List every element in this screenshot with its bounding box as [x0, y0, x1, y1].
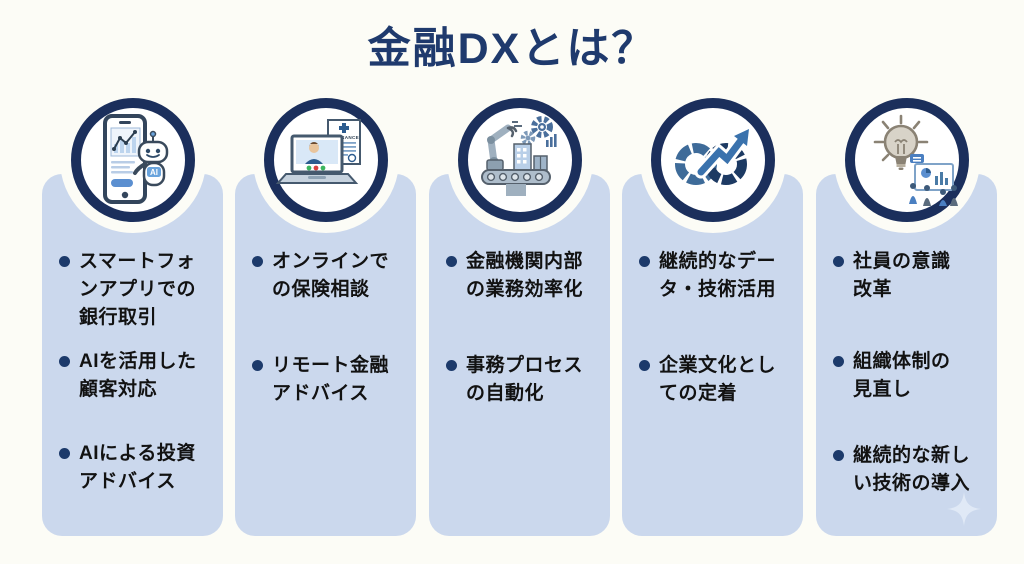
list-item: 組織体制の 見直し	[833, 348, 985, 404]
factory-automation-icon	[457, 98, 582, 222]
list-item-text: 継続的な新し い技術の導入	[853, 445, 971, 494]
list-item: スマートフォ ンアプリでの 銀行取引	[59, 248, 211, 332]
list-item: AIを活用した 顧客対応	[59, 348, 211, 404]
card-online-consultation	[235, 174, 416, 536]
list-item-text: 社員の意識 改革	[853, 251, 951, 300]
lightbulb-team-icon	[844, 98, 969, 222]
column-mobile-banking: AI スマートフォ ンアプリでの 銀行取引 AIを活用した 顧客対応 AIによる…	[42, 0, 223, 564]
list-item: 継続的な新し い技術の導入	[833, 442, 985, 498]
ai-badge-label: AI	[150, 168, 158, 177]
bullet-icon	[59, 448, 70, 459]
sparkle-icon	[947, 492, 981, 526]
bullet-icon	[252, 256, 263, 267]
list-item-text: 金融機関内部 の業務効率化	[466, 251, 584, 300]
bullet-icon	[833, 450, 844, 461]
bullet-list-continuous-improvement: 継続的なデー タ・技術活用 企業文化とし ての定着	[639, 248, 791, 408]
column-culture-mindset: 社員の意識 改革 組織体制の 見直し 継続的な新し い技術の導入	[816, 0, 997, 564]
list-item: 金融機関内部 の業務効率化	[446, 248, 598, 304]
column-automation: 金融機関内部 の業務効率化 事務プロセス の自動化	[429, 0, 610, 564]
bullet-list-mobile-banking: スマートフォ ンアプリでの 銀行取引 AIを活用した 顧客対応 AIによる投資 …	[59, 248, 211, 496]
bullet-icon	[639, 256, 650, 267]
laptop-video-insurance-icon: INSURANCE	[263, 98, 388, 222]
list-item-text: AIを活用した 顧客対応	[79, 351, 197, 400]
column-online-consultation: INSURANCE オンラインで の保険相談 リモート金融 アドバイス	[235, 0, 416, 564]
smartphone-ai-robot-icon: AI	[70, 98, 195, 222]
list-item: 企業文化とし ての定着	[639, 352, 791, 408]
list-item-text: 組織体制の 見直し	[853, 351, 951, 400]
insurance-doc-label: INSURANCE	[328, 135, 358, 140]
card-automation	[429, 174, 610, 536]
bullet-icon	[639, 360, 650, 371]
list-item: AIによる投資 アドバイス	[59, 440, 211, 496]
list-item-text: 継続的なデー タ・技術活用	[659, 251, 777, 300]
list-item-text: AIによる投資 アドバイス	[79, 443, 196, 492]
list-item: オンラインで の保険相談	[252, 248, 404, 304]
bullet-icon	[833, 256, 844, 267]
list-item: 事務プロセス の自動化	[446, 352, 598, 408]
bullet-list-culture-mindset: 社員の意識 改革 組織体制の 見直し 継続的な新し い技術の導入	[833, 248, 985, 498]
bullet-icon	[833, 356, 844, 367]
list-item: 継続的なデー タ・技術活用	[639, 248, 791, 304]
card-culture-mindset	[816, 174, 997, 536]
list-item-text: オンラインで の保険相談	[272, 251, 390, 300]
card-mobile-banking	[42, 174, 223, 536]
infinity-growth-arrow-icon	[650, 98, 775, 222]
bullet-icon	[446, 360, 457, 371]
list-item-text: 企業文化とし ての定着	[659, 355, 777, 404]
page-title: 金融DXとは？	[367, 25, 657, 73]
team-figures	[908, 183, 958, 206]
bullet-icon	[59, 356, 70, 367]
bullet-list-online-consultation: オンラインで の保険相談 リモート金融 アドバイス	[252, 248, 404, 408]
list-item-text: スマートフォ ンアプリでの 銀行取引	[79, 251, 197, 328]
bullet-icon	[252, 360, 263, 371]
list-item: 社員の意識 改革	[833, 248, 985, 304]
bullet-list-automation: 金融機関内部 の業務効率化 事務プロセス の自動化	[446, 248, 598, 408]
card-continuous-improvement	[622, 174, 803, 536]
column-continuous-improvement: 継続的なデー タ・技術活用 企業文化とし ての定着	[622, 0, 803, 564]
list-item-text: 事務プロセス の自動化	[466, 355, 584, 404]
bullet-icon	[446, 256, 457, 267]
bullet-icon	[59, 256, 70, 267]
list-item: リモート金融 アドバイス	[252, 352, 404, 408]
list-item-text: リモート金融 アドバイス	[272, 355, 390, 404]
